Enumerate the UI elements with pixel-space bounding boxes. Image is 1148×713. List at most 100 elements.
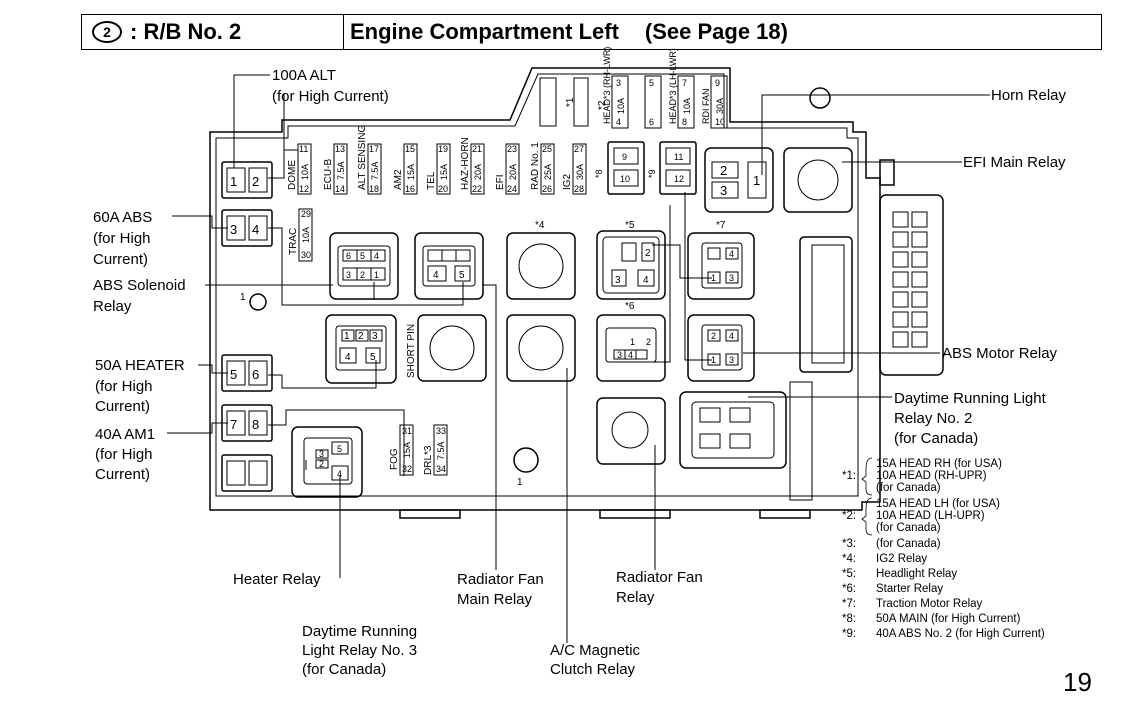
drl-relay-2-socket[interactable] bbox=[679, 391, 787, 469]
pin-number: 4 bbox=[643, 275, 649, 286]
label-100a-alt-sub: (for High Current) bbox=[272, 88, 389, 105]
fuse-name: AM2 bbox=[393, 169, 404, 190]
legend-text: 10A HEAD (RH-UPR) bbox=[876, 470, 987, 482]
pin-number: 12 bbox=[674, 174, 684, 184]
fuse-number: 17 bbox=[369, 144, 379, 154]
legend-key: *7: bbox=[842, 598, 856, 610]
fuse-amp: 15A bbox=[406, 164, 416, 180]
label-drl-relay-3-sub2: (for Canada) bbox=[302, 661, 386, 678]
radiator-fan-relay-socket[interactable] bbox=[596, 397, 666, 465]
pin-number: 5 bbox=[337, 444, 342, 454]
ig2-relay-socket[interactable] bbox=[506, 232, 576, 300]
legend-text: Starter Relay bbox=[876, 583, 943, 595]
legend-text: Headlight Relay bbox=[876, 568, 957, 580]
label-abs-motor-relay: ABS Motor Relay bbox=[942, 345, 1058, 362]
efi-main-relay-socket[interactable] bbox=[783, 147, 853, 213]
fuse-number: 29 bbox=[301, 209, 311, 219]
fuse-star-8[interactable] bbox=[607, 141, 645, 195]
fuse-name: TRAC bbox=[288, 228, 299, 255]
fuse-amp: 15A bbox=[402, 442, 412, 458]
fuse-trac[interactable] bbox=[298, 208, 313, 262]
fuse-number: 11 bbox=[299, 144, 308, 154]
pin-number: 3 bbox=[230, 222, 237, 237]
fuse-number: 24 bbox=[507, 184, 517, 194]
right-tab bbox=[879, 159, 895, 186]
star-7-label: *7 bbox=[716, 220, 726, 231]
fuse-number: 3 bbox=[616, 78, 621, 88]
abs-solenoid-relay-socket[interactable] bbox=[329, 232, 399, 300]
fuse-name: DRL*3 bbox=[423, 445, 434, 475]
pin-number: 3 bbox=[729, 355, 734, 365]
pin-number: 1 bbox=[230, 174, 237, 189]
headlight-relay-socket[interactable] bbox=[596, 230, 666, 300]
ac-clutch-relay-socket[interactable] bbox=[506, 314, 576, 382]
fuse-number: 8 bbox=[682, 117, 687, 127]
fuse-number: 34 bbox=[436, 464, 446, 474]
horn-relay-socket[interactable] bbox=[704, 147, 774, 213]
legend-brace bbox=[861, 497, 873, 536]
fuse-name: HAZ-HORN bbox=[460, 137, 471, 190]
box-outline bbox=[209, 67, 881, 511]
label-40a-am1-sub1: (for High bbox=[95, 446, 153, 463]
pin-number: 2 bbox=[358, 331, 364, 342]
drl-relay-3-socket[interactable] bbox=[291, 426, 363, 498]
short-pin-socket[interactable] bbox=[417, 314, 487, 382]
top-fuse-5[interactable]: 56 bbox=[649, 78, 654, 127]
label-drl-relay-3: Daytime Running bbox=[302, 623, 417, 640]
star-4-label: *4 bbox=[535, 220, 545, 231]
fuse-number: 20 bbox=[438, 184, 448, 194]
page-number: 19 bbox=[1063, 667, 1092, 697]
fuse-number: 12 bbox=[299, 184, 309, 194]
pin-number: 2 bbox=[360, 270, 365, 280]
starter-relay-socket[interactable] bbox=[596, 314, 666, 382]
legend-key: *9: bbox=[842, 628, 856, 640]
label-60a-abs: 60A ABS bbox=[93, 209, 152, 226]
pin-number: 2 bbox=[646, 337, 651, 347]
legend-key: *1: bbox=[842, 470, 856, 482]
radiator-fan-main-relay-socket[interactable] bbox=[414, 232, 484, 300]
label-40a-am1: 40A AM1 bbox=[95, 426, 155, 443]
short-pin-label: SHORT PIN bbox=[406, 324, 417, 378]
pin-number: 5 bbox=[459, 270, 465, 281]
heater-relay-socket[interactable] bbox=[325, 314, 397, 384]
pin-number: 6 bbox=[346, 251, 351, 261]
fuse-name: RDI FAN bbox=[701, 88, 711, 124]
label-40a-am1-sub2: Current) bbox=[95, 466, 150, 483]
pin-number: 8 bbox=[252, 417, 259, 432]
fuse-fog[interactable] bbox=[399, 424, 414, 476]
legend-item: *7:Traction Motor Relay bbox=[842, 598, 983, 610]
fuse-amp: 20A bbox=[473, 164, 483, 180]
legend-item: *3:(for Canada) bbox=[842, 538, 941, 550]
fuse-100a-alt[interactable] bbox=[221, 161, 273, 199]
side-connector-2 bbox=[879, 194, 944, 376]
label-drl-relay-2: Daytime Running Light bbox=[894, 390, 1047, 407]
fuse-number: 9 bbox=[715, 78, 720, 88]
label-ac-clutch-sub: Clutch Relay bbox=[550, 661, 636, 678]
label-drl-relay-2-sub1: Relay No. 2 bbox=[894, 410, 972, 427]
fuse-drl[interactable] bbox=[433, 424, 448, 476]
label-abs-solenoid: ABS Solenoid bbox=[93, 277, 186, 294]
fuse-amp: 25A bbox=[543, 164, 553, 180]
fuse-star-9[interactable] bbox=[659, 141, 697, 195]
pin-number: 3 bbox=[729, 273, 734, 283]
label-abs-solenoid-sub: Relay bbox=[93, 298, 132, 315]
traction-motor-relay-socket[interactable] bbox=[687, 232, 755, 300]
fuse-number: 31 bbox=[402, 426, 412, 436]
pin-number: 6 bbox=[252, 367, 259, 382]
abs-motor-relay-socket[interactable] bbox=[687, 314, 755, 382]
pin-number: 4 bbox=[729, 331, 734, 341]
fuse-name: IG2 bbox=[562, 173, 573, 190]
fuse-spare-block[interactable] bbox=[221, 454, 273, 492]
